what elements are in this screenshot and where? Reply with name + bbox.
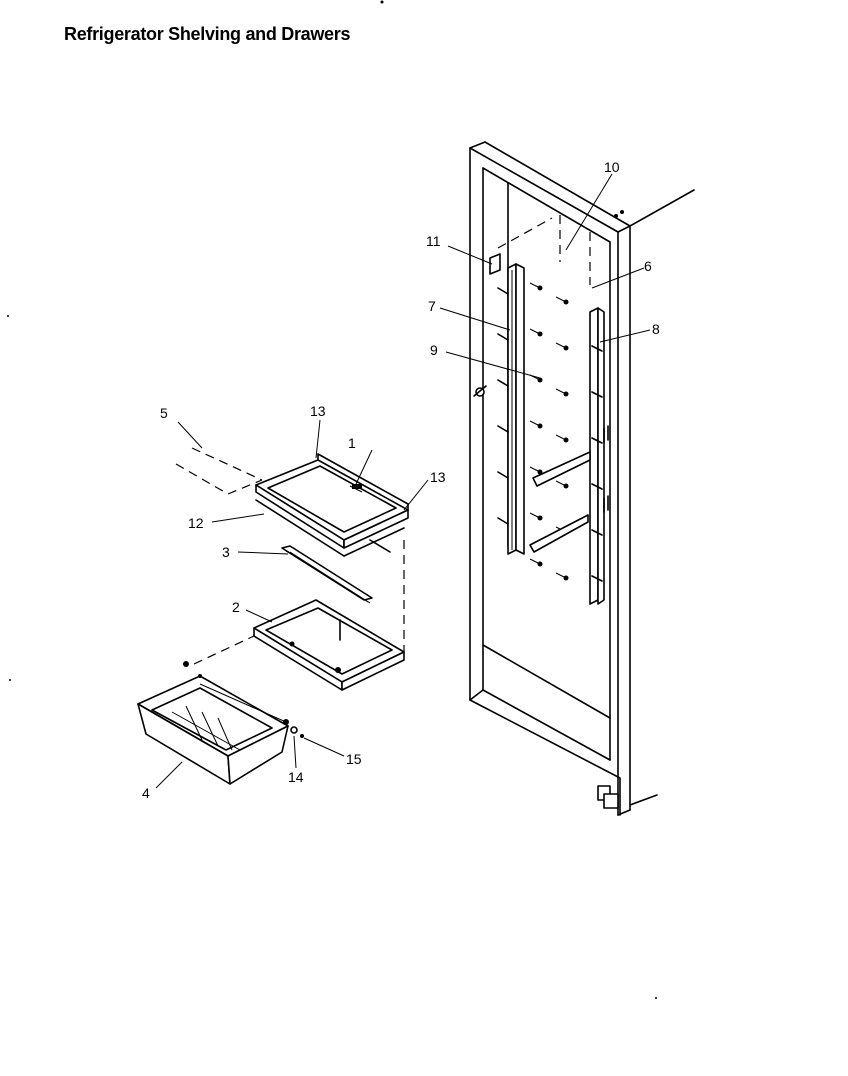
callout-15: 15 [346, 751, 362, 767]
screw-shank [555, 296, 565, 302]
ladder-slot [591, 483, 603, 490]
screw [537, 377, 543, 383]
shelf-frame-part-12 [255, 499, 405, 557]
screw-shank [529, 512, 539, 518]
shelf-ladder-right [589, 307, 605, 605]
page-title: Refrigerator Shelving and Drawers [64, 24, 351, 44]
screw-shank [555, 480, 565, 486]
screw [537, 469, 543, 475]
callout-8: 8 [652, 321, 660, 337]
callout-13-top: 13 [310, 403, 326, 419]
screw-shank [529, 466, 539, 472]
drawer-fasteners [290, 726, 304, 738]
screw [563, 391, 569, 397]
screw-shank [555, 572, 565, 578]
glass-shelf-part-1 [175, 447, 409, 553]
screw-shank [529, 328, 539, 334]
callout-9: 9 [430, 342, 438, 358]
screw-shank [529, 558, 539, 564]
refrigerator-cabinet [469, 141, 695, 816]
screw-shank [529, 420, 539, 426]
callout-12: 12 [188, 515, 204, 531]
screw [563, 437, 569, 443]
screw [537, 561, 543, 567]
ladder-slot [591, 345, 603, 352]
drawer-cover-part-2 [193, 540, 405, 691]
shelf-brackets [529, 425, 609, 553]
ladder-slot [497, 287, 509, 295]
side-fastener [473, 385, 487, 397]
ladder-slot [497, 471, 509, 479]
callout-7: 7 [428, 298, 436, 314]
screw-shank [529, 282, 539, 288]
callout-labels: 1 2 3 4 5 6 7 8 9 10 11 12 13 13 14 15 [142, 159, 660, 801]
callout-10: 10 [604, 159, 620, 175]
screw [563, 483, 569, 489]
screw [563, 299, 569, 305]
ladder-slot [591, 575, 603, 582]
callout-4: 4 [142, 785, 150, 801]
crisper-drawer-part-4 [137, 661, 289, 785]
screw [563, 345, 569, 351]
screw-shank [555, 342, 565, 348]
ladder-slot [497, 517, 509, 525]
ladder-slot [497, 333, 509, 341]
screw [537, 515, 543, 521]
ladder-slot [591, 391, 603, 398]
callout-2: 2 [232, 599, 240, 615]
callout-14: 14 [288, 769, 304, 785]
callout-6: 6 [644, 258, 652, 274]
screw [537, 423, 543, 429]
ladder-slot [591, 437, 603, 444]
shelf-ladder-left [497, 263, 525, 555]
screw [537, 331, 543, 337]
ladder-slot [497, 425, 509, 433]
ladder-slot [497, 379, 509, 387]
leader-lines [155, 173, 651, 789]
trim-strip-part-3 [281, 545, 373, 604]
top-bracket-part-11 [489, 253, 501, 275]
callout-3: 3 [222, 544, 230, 560]
ladder-slot [591, 529, 603, 536]
screw-shank [555, 434, 565, 440]
callout-11: 11 [426, 233, 441, 249]
callout-5: 5 [160, 405, 168, 421]
screw [537, 285, 543, 291]
screw [563, 575, 569, 581]
callout-1: 1 [348, 435, 356, 451]
callout-13-right: 13 [430, 469, 446, 485]
screw-shank [555, 388, 565, 394]
